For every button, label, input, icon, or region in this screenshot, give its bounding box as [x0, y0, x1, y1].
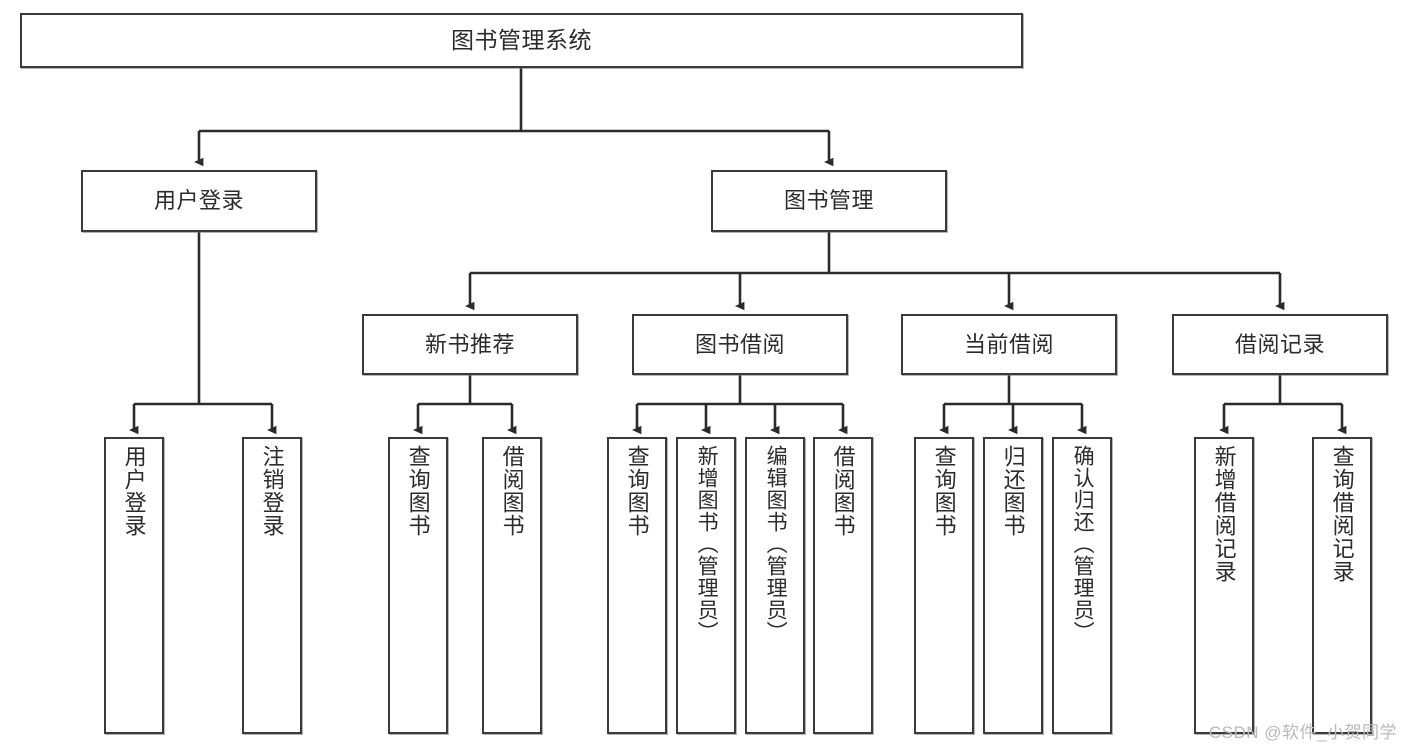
node-user-login[interactable]: 用户登录 — [81, 170, 317, 232]
watermark-text: CSDN @软件_小贺同学 — [1208, 723, 1397, 742]
node-leaf-add-record-label: 新增借阅记录 — [1211, 445, 1237, 583]
node-leaf-edit-book-label: 编辑图书（管理员） — [764, 445, 788, 643]
node-leaf-query-book-2[interactable]: 查询图书 — [607, 437, 667, 734]
node-book-management-label: 图书管理 — [783, 188, 874, 214]
node-leaf-user-logout-label: 注销登录 — [259, 445, 285, 537]
node-leaf-borrow-book-2[interactable]: 借阅图书 — [813, 437, 873, 734]
node-borrow-record-label: 借阅记录 — [1234, 331, 1325, 357]
node-leaf-user-logout[interactable]: 注销登录 — [242, 437, 302, 734]
node-leaf-query-book-1[interactable]: 查询图书 — [388, 437, 448, 734]
node-new-book-recommend-label: 新书推荐 — [424, 331, 515, 357]
node-leaf-query-book-1-label: 查询图书 — [405, 445, 431, 537]
node-leaf-borrow-book-1-label: 借阅图书 — [499, 445, 525, 537]
node-current-borrow[interactable]: 当前借阅 — [901, 314, 1117, 375]
node-leaf-confirm-return[interactable]: 确认归还（管理员） — [1052, 437, 1112, 734]
node-leaf-borrow-book-2-label: 借阅图书 — [830, 445, 856, 537]
node-leaf-user-login[interactable]: 用户登录 — [104, 437, 164, 734]
node-leaf-query-record-label: 查询借阅记录 — [1329, 445, 1355, 583]
node-leaf-add-record[interactable]: 新增借阅记录 — [1194, 437, 1254, 734]
node-leaf-user-login-label: 用户登录 — [121, 445, 147, 537]
node-book-management[interactable]: 图书管理 — [711, 170, 947, 232]
node-leaf-add-book-label: 新增图书（管理员） — [695, 445, 719, 643]
node-leaf-return-book-label: 归还图书 — [1000, 445, 1026, 537]
node-leaf-query-book-2-label: 查询图书 — [624, 445, 650, 537]
node-leaf-borrow-book-1[interactable]: 借阅图书 — [482, 437, 542, 734]
node-new-book-recommend[interactable]: 新书推荐 — [362, 314, 578, 375]
node-book-borrow-label: 图书借阅 — [694, 331, 785, 357]
node-book-borrow[interactable]: 图书借阅 — [632, 314, 848, 375]
node-root-label: 图书管理系统 — [451, 27, 592, 54]
node-leaf-add-book[interactable]: 新增图书（管理员） — [676, 437, 736, 734]
node-user-login-label: 用户登录 — [153, 188, 244, 214]
node-leaf-query-record[interactable]: 查询借阅记录 — [1312, 437, 1372, 734]
node-leaf-return-book[interactable]: 归还图书 — [983, 437, 1043, 734]
node-borrow-record[interactable]: 借阅记录 — [1172, 314, 1388, 375]
node-leaf-query-book-3-label: 查询图书 — [931, 445, 957, 537]
node-current-borrow-label: 当前借阅 — [963, 331, 1054, 357]
node-leaf-query-book-3[interactable]: 查询图书 — [914, 437, 974, 734]
node-leaf-confirm-return-label: 确认归还（管理员） — [1071, 445, 1095, 643]
node-root[interactable]: 图书管理系统 — [20, 13, 1023, 68]
node-leaf-edit-book[interactable]: 编辑图书（管理员） — [745, 437, 805, 734]
